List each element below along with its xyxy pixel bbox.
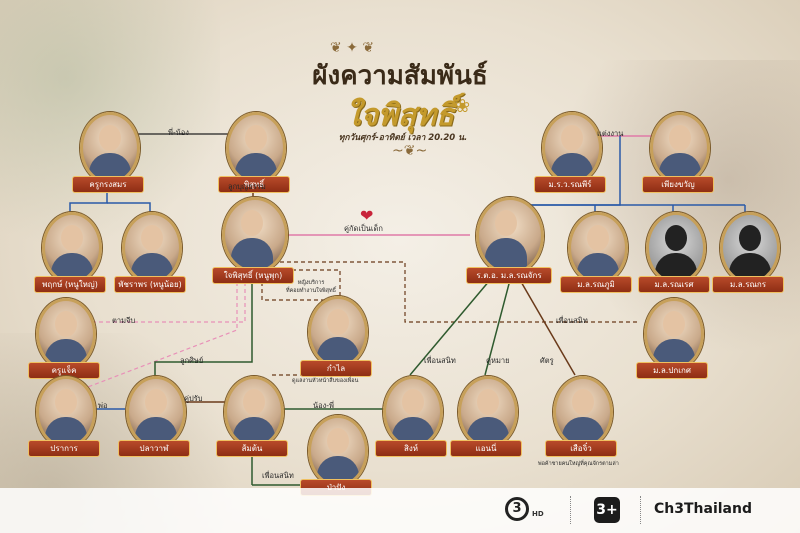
character-name: ร.ต.อ. ม.ล.รณจักร — [466, 267, 552, 284]
character-prakan: ปราการ — [28, 376, 100, 464]
portrait — [542, 112, 602, 184]
relation-rival: คู่ปรับ — [184, 394, 203, 403]
character-name: เพียงขวัญ — [642, 176, 714, 193]
note-sueajiw: พ่อค้าชายคนใหญ่ที่คุณจักรตามล่า — [538, 461, 619, 467]
relation-courting: ตามจีบ — [112, 316, 136, 325]
character-phruek: พฤกษ์ (หนูใหญ่) — [34, 212, 106, 300]
relation-father: พ่อ — [98, 401, 108, 410]
character-santon: ส้มต้น — [216, 376, 288, 464]
line-enemy — [519, 279, 576, 376]
channel-3-logo: 3 — [505, 497, 529, 521]
character-sueajiw: เสือจิ๋ว — [545, 376, 617, 464]
relation-adopted: ลูกบุญธรรม — [228, 182, 266, 191]
flourish-top-icon: ❦ ✦ ❦ — [330, 40, 375, 56]
character-name: ม.ล.รณเรศ — [638, 276, 710, 293]
character-khrujack: ครูแจ็ค — [28, 298, 100, 386]
character-jaiphisut: ใจพิสุทธิ์ (หนูพุก) — [212, 197, 294, 285]
relation-siblings: น้อง-พี่ — [313, 401, 334, 410]
line-student — [154, 282, 253, 378]
ch3-thailand-logo: Ch3Thailand — [654, 501, 752, 517]
character-phiangkhwan: เพียงขวัญ — [642, 112, 714, 200]
rose-icon: ❀ — [455, 96, 471, 117]
silhouette-portrait — [646, 212, 706, 284]
character-name: พัชราพร (หนูน้อย) — [114, 276, 186, 293]
relation-enemy: ศัตรู — [540, 356, 554, 365]
relation-fiancee: คู่หมาย — [486, 356, 510, 365]
character-ronnakorn: ม.ล.รณกร — [712, 212, 784, 300]
hd-badge: HD — [532, 510, 544, 518]
heart-icon: ❤ — [360, 206, 374, 225]
broadcast-schedule: ทุกวันศุกร์-อาทิตย์ เวลา 20.20 น. — [338, 133, 468, 143]
portrait — [553, 376, 613, 448]
character-annie: แอนนี่ — [450, 376, 522, 464]
show-logo: ใจพิสุทธิ์ — [345, 98, 455, 133]
three-plus-logo: 3+ — [594, 497, 620, 523]
portrait — [224, 376, 284, 448]
portrait — [42, 212, 102, 284]
relation-childhood-rivals: คู่กัดเป็นเด็ก — [344, 224, 383, 233]
note-sing: ดูแลงานหัวหน้าสืบของเพื่อน — [292, 378, 359, 384]
character-sing: สิงห์ — [375, 376, 447, 464]
character-mrr-ronpiree: ม.ร.ว.รณพีร์ — [534, 112, 606, 200]
character-name: ปราการ — [28, 440, 100, 457]
note-kamlai: หญิงบริการ ที่คอยทำงานใจพิสุทธิ์ — [286, 280, 336, 294]
flourish-bottom-icon: ~❦~ — [392, 143, 428, 159]
portrait — [226, 112, 286, 184]
portrait — [476, 197, 544, 275]
character-khrukrongsamon: ครูกรงสมร — [72, 112, 144, 200]
portrait — [308, 415, 368, 487]
character-name: ม.ล.รณกร — [712, 276, 784, 293]
diagram-title: ผังความสัมพันธ์ — [312, 61, 488, 91]
line-courting — [90, 282, 246, 323]
line-kamlai — [261, 282, 330, 301]
character-name: พิสุทธิ์ — [218, 176, 290, 193]
portrait — [383, 376, 443, 448]
portrait — [122, 212, 182, 284]
portrait — [222, 197, 288, 273]
portrait — [458, 376, 518, 448]
footer-divider — [640, 496, 641, 524]
character-name: เสือจิ๋ว — [545, 440, 617, 457]
character-patket: ม.ล.ปกเกศ — [636, 298, 708, 386]
portrait — [126, 376, 186, 448]
character-plawan: ปลาวาฬ — [118, 376, 190, 464]
character-name: ครูกรงสมร — [72, 176, 144, 193]
character-name: ใจพิสุทธิ์ (หนูพุก) — [212, 267, 294, 284]
footer-bar — [0, 488, 800, 533]
character-ronnaphum: ม.ล.รณภูมิ — [560, 212, 632, 300]
portrait — [36, 298, 96, 370]
portrait — [80, 112, 140, 184]
character-name: ม.ล.รณภูมิ — [560, 276, 632, 293]
relation-best-friend-bottom: เพื่อนสนิท — [262, 471, 294, 480]
portrait — [644, 298, 704, 370]
relation-best-friend-right: เพื่อนสนิท — [556, 316, 588, 325]
line-fiancee — [484, 279, 511, 376]
character-name: แอนนี่ — [450, 440, 522, 457]
portrait — [568, 212, 628, 284]
character-name: สิงห์ — [375, 440, 447, 457]
character-ronnaret: ม.ล.รณเรศ — [638, 212, 710, 300]
relation-best-friend-mid: เพื่อนสนิท — [424, 356, 456, 365]
portrait — [308, 296, 368, 368]
character-name: ปลาวาฬ — [118, 440, 190, 457]
character-name: กำไล — [300, 360, 372, 377]
line-best-friend-mid — [409, 279, 491, 376]
silhouette-portrait — [720, 212, 780, 284]
relation-marriage: แต่งงาน — [597, 129, 624, 138]
portrait — [36, 376, 96, 448]
relation-student: ลูกศิษย์ — [180, 356, 204, 365]
character-name: ม.ล.ปกเกศ — [636, 362, 708, 379]
character-kamlai: กำไล — [300, 296, 372, 384]
footer-divider — [570, 496, 571, 524]
character-ronnachak: ร.ต.อ. ม.ล.รณจักร — [466, 197, 552, 285]
character-name: ม.ร.ว.รณพีร์ — [534, 176, 606, 193]
character-name: พฤกษ์ (หนูใหญ่) — [34, 276, 106, 293]
character-phisut: พิสุทธิ์ — [218, 112, 290, 200]
character-phatcharaphon: พัชราพร (หนูน้อย) — [114, 212, 186, 300]
portrait — [650, 112, 710, 184]
character-name: ส้มต้น — [216, 440, 288, 457]
relation-phi-nong: พี่-น้อง — [168, 128, 189, 137]
